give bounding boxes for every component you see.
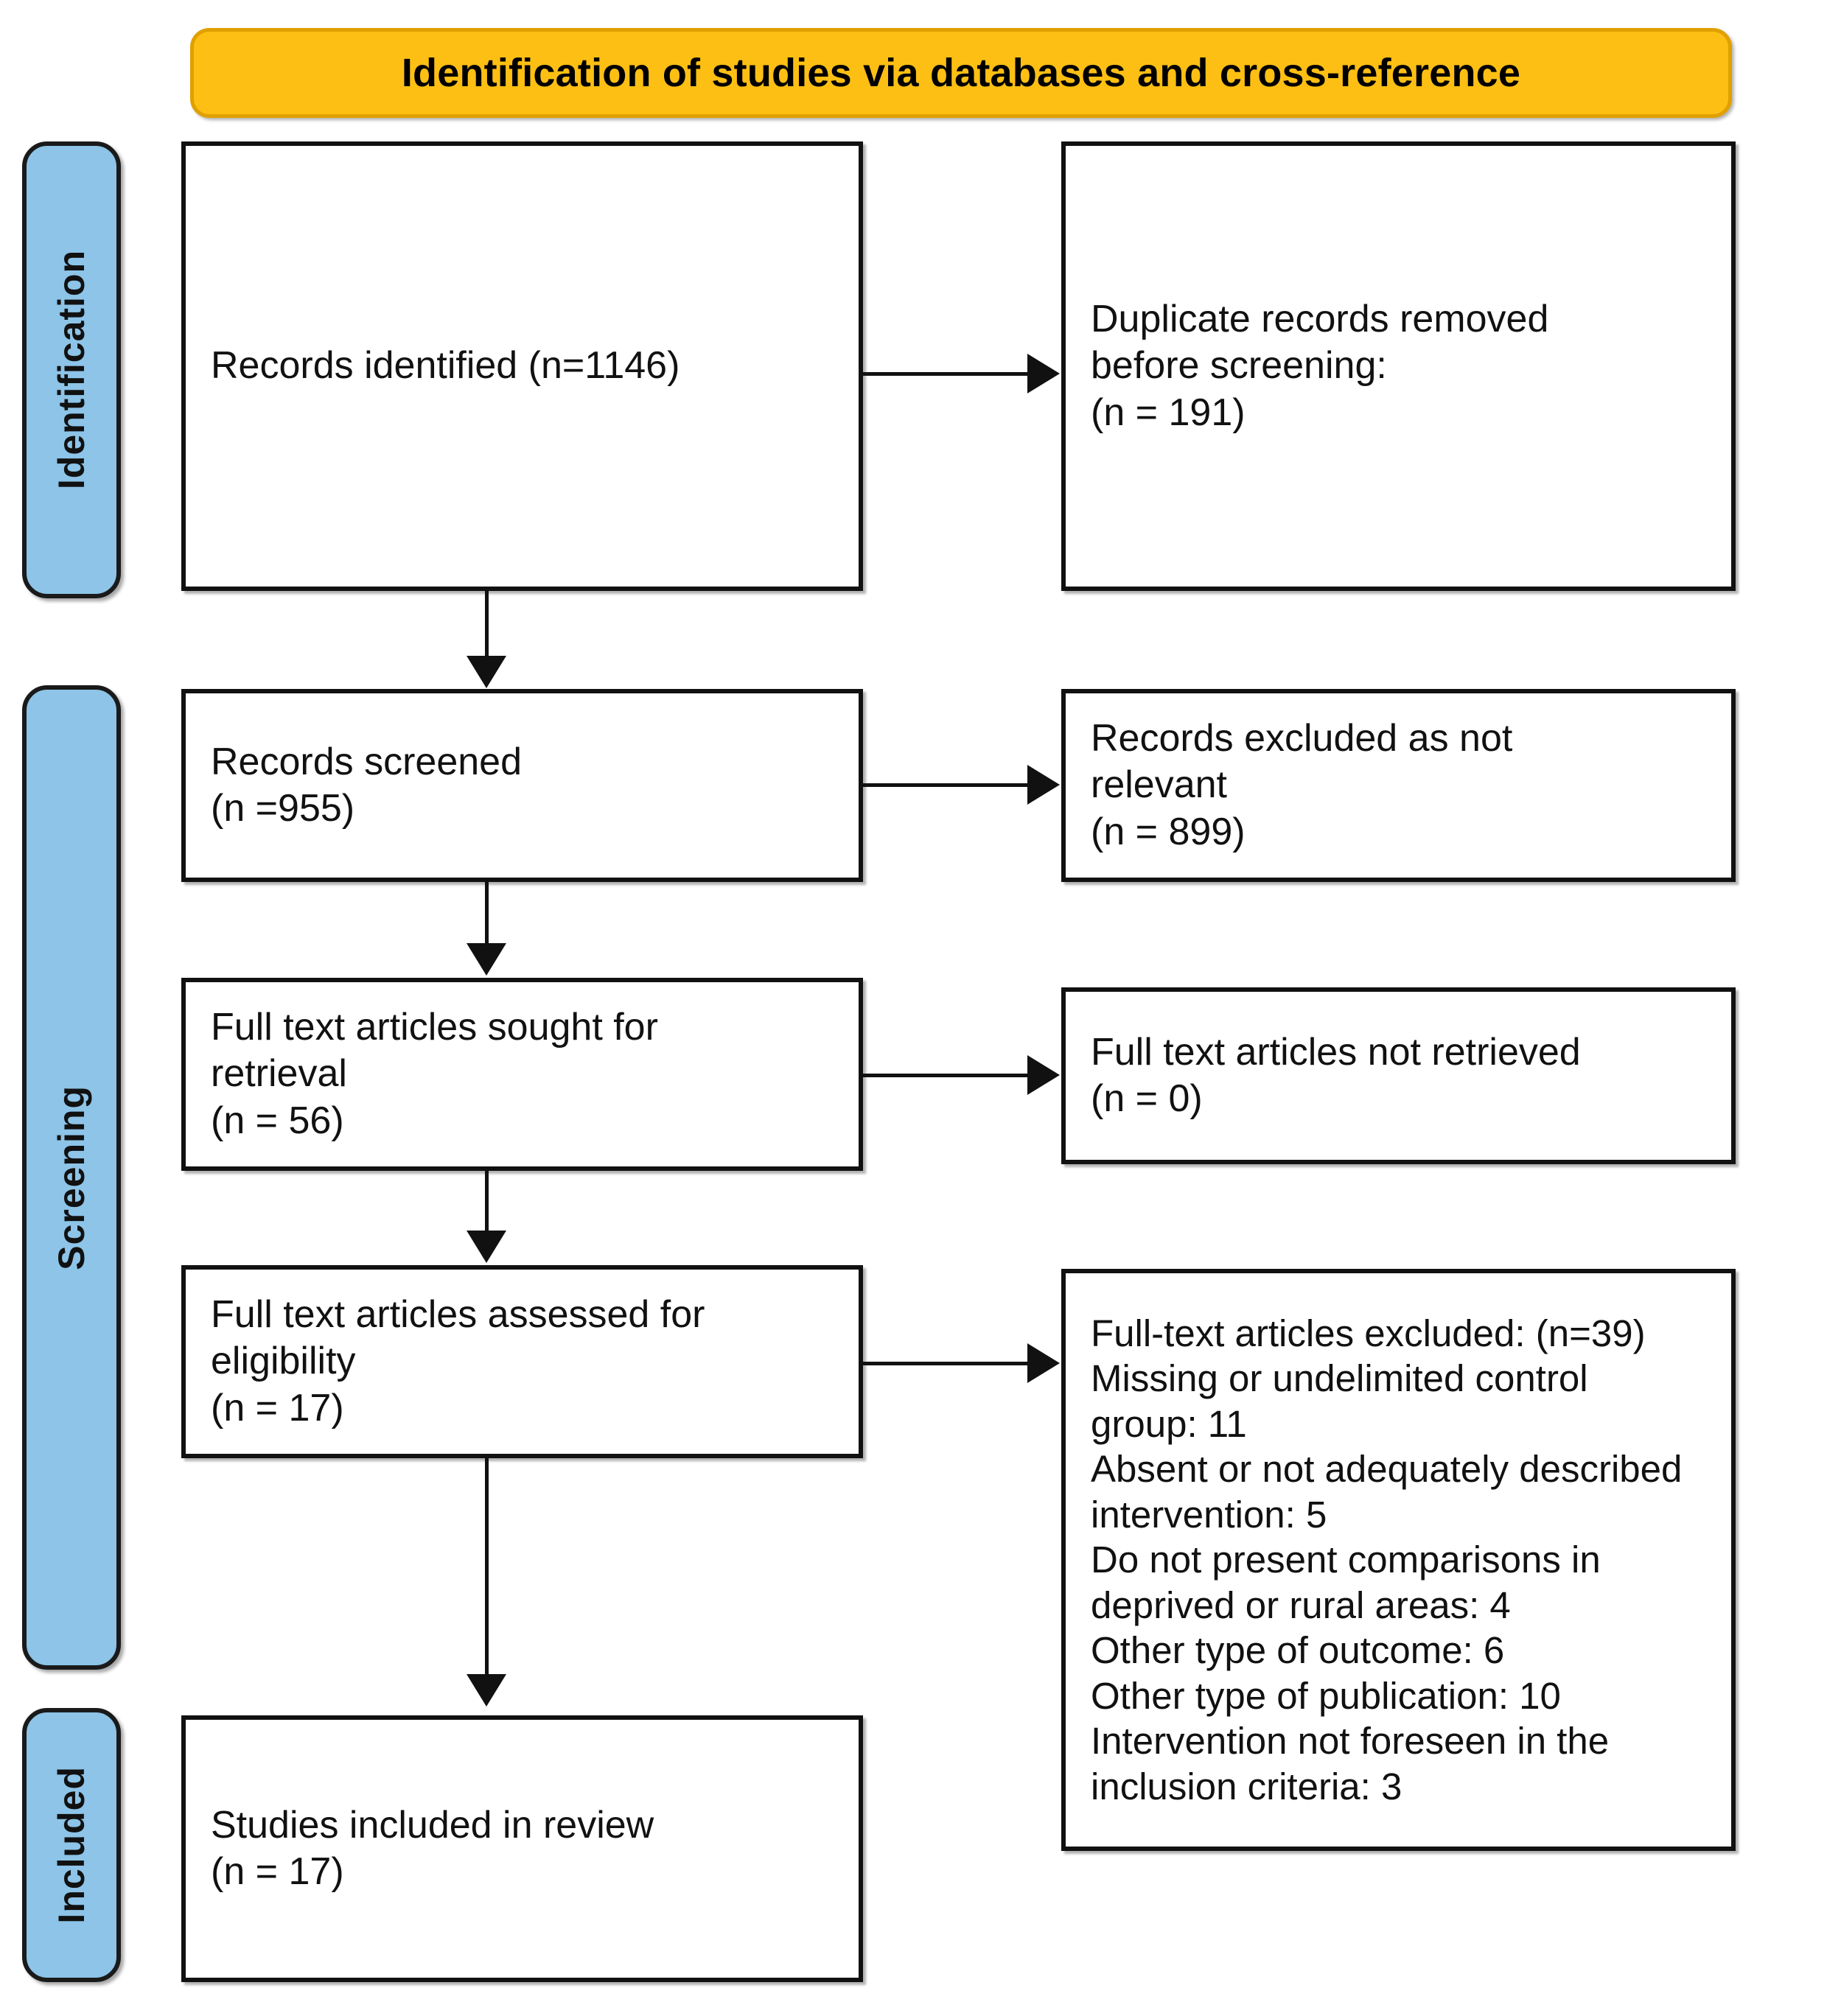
box-fulltext-excluded-line-2: Missing or undelimited control: [1091, 1357, 1588, 1400]
arrow-assessed-to-excluded-head: [1027, 1343, 1060, 1383]
box-fulltext-excluded-line-4: Absent or not adequately described: [1091, 1448, 1683, 1491]
box-fulltext-assessed-line-1: Full text articles assessed for: [211, 1292, 705, 1336]
arrow-assessed-to-included-head: [467, 1674, 506, 1707]
box-fulltext-excluded-line-9: Other type of publication: 10: [1091, 1674, 1561, 1717]
arrow-identified-to-duplicates-head: [1027, 354, 1060, 393]
box-fulltext-excluded: Full-text articles excluded: (n=39) Miss…: [1061, 1269, 1736, 1851]
box-duplicate-records-removed: Duplicate records removed before screeni…: [1061, 141, 1736, 591]
box-studies-included-line-2: (n = 17): [211, 1850, 344, 1893]
arrow-assessed-to-excluded-line: [863, 1362, 1030, 1365]
box-duplicates-line-3: (n = 191): [1091, 391, 1246, 434]
arrow-sought-to-assessed-line: [485, 1171, 489, 1236]
arrow-screened-to-excluded-line: [863, 783, 1030, 787]
box-fulltext-sought: Full text articles sought for retrieval …: [181, 978, 863, 1171]
box-fulltext-excluded-line-7: deprived or rural areas: 4: [1091, 1583, 1511, 1626]
box-fulltext-excluded-line-3: group: 11: [1091, 1402, 1247, 1445]
page-title: Identification of studies via databases …: [401, 51, 1521, 95]
arrow-screened-to-excluded-head: [1027, 765, 1060, 805]
arrow-sought-to-assessed-head: [467, 1231, 506, 1263]
box-fulltext-excluded-line-1: Full-text articles excluded: (n=39): [1091, 1312, 1646, 1354]
box-records-excluded: Records excluded as not relevant (n = 89…: [1061, 689, 1736, 882]
arrow-sought-to-notretrieved-line: [863, 1074, 1030, 1077]
stage-label-identification: Identification: [22, 141, 121, 598]
stage-label-screening-text: Screening: [51, 1085, 92, 1270]
arrow-assessed-to-included-line: [485, 1458, 489, 1679]
box-duplicates-line-1: Duplicate records removed: [1091, 297, 1549, 340]
box-records-screened-line-2: (n =955): [211, 787, 355, 830]
box-studies-included: Studies included in review (n = 17): [181, 1715, 863, 1982]
box-records-excluded-line-3: (n = 899): [1091, 810, 1246, 853]
box-fulltext-sought-line-2: retrieval: [211, 1052, 347, 1096]
stage-label-screening: Screening: [22, 685, 121, 1670]
arrow-screened-to-sought-line: [485, 882, 489, 948]
box-fulltext-excluded-line-11: inclusion criteria: 3: [1091, 1765, 1402, 1807]
box-duplicates-line-2: before screening:: [1091, 344, 1387, 388]
box-records-excluded-line-1: Records excluded as not: [1091, 716, 1513, 760]
stage-label-included-text: Included: [51, 1766, 92, 1924]
box-records-excluded-line-2: relevant: [1091, 763, 1227, 807]
box-fulltext-excluded-line-5: intervention: 5: [1091, 1493, 1327, 1536]
box-fulltext-sought-line-1: Full text articles sought for: [211, 1005, 658, 1049]
box-records-identified-line-1: Records identified (n=1146): [211, 344, 680, 388]
stage-label-identification-text: Identification: [51, 250, 92, 490]
arrow-identified-to-duplicates-line: [863, 372, 1030, 376]
box-fulltext-excluded-line-8: Other type of outcome: 6: [1091, 1629, 1505, 1672]
box-fulltext-assessed-line-2: eligibility: [211, 1340, 356, 1383]
box-studies-included-line-1: Studies included in review: [211, 1803, 654, 1847]
box-records-screened: Records screened (n =955): [181, 689, 863, 882]
arrow-sought-to-notretrieved-head: [1027, 1055, 1060, 1095]
box-fulltext-not-retrieved-line-1: Full text articles not retrieved: [1091, 1030, 1581, 1074]
box-fulltext-not-retrieved-line-2: (n = 0): [1091, 1077, 1203, 1120]
box-records-screened-line-1: Records screened: [211, 740, 522, 783]
box-fulltext-assessed-line-3: (n = 17): [211, 1386, 344, 1429]
box-fulltext-excluded-line-10: Intervention not foreseen in the: [1091, 1720, 1610, 1763]
box-fulltext-sought-line-3: (n = 56): [211, 1099, 344, 1142]
box-fulltext-excluded-line-6: Do not present comparisons in: [1091, 1539, 1601, 1581]
box-records-identified: Records identified (n=1146): [181, 141, 863, 591]
box-fulltext-assessed: Full text articles assessed for eligibil…: [181, 1265, 863, 1458]
box-fulltext-not-retrieved: Full text articles not retrieved (n = 0): [1061, 987, 1736, 1164]
stage-label-included: Included: [22, 1708, 121, 1982]
arrow-identified-to-screened-head: [467, 656, 506, 688]
arrow-identified-to-screened-line: [485, 591, 489, 662]
diagram-header-banner: Identification of studies via databases …: [190, 28, 1732, 118]
arrow-screened-to-sought-head: [467, 943, 506, 976]
